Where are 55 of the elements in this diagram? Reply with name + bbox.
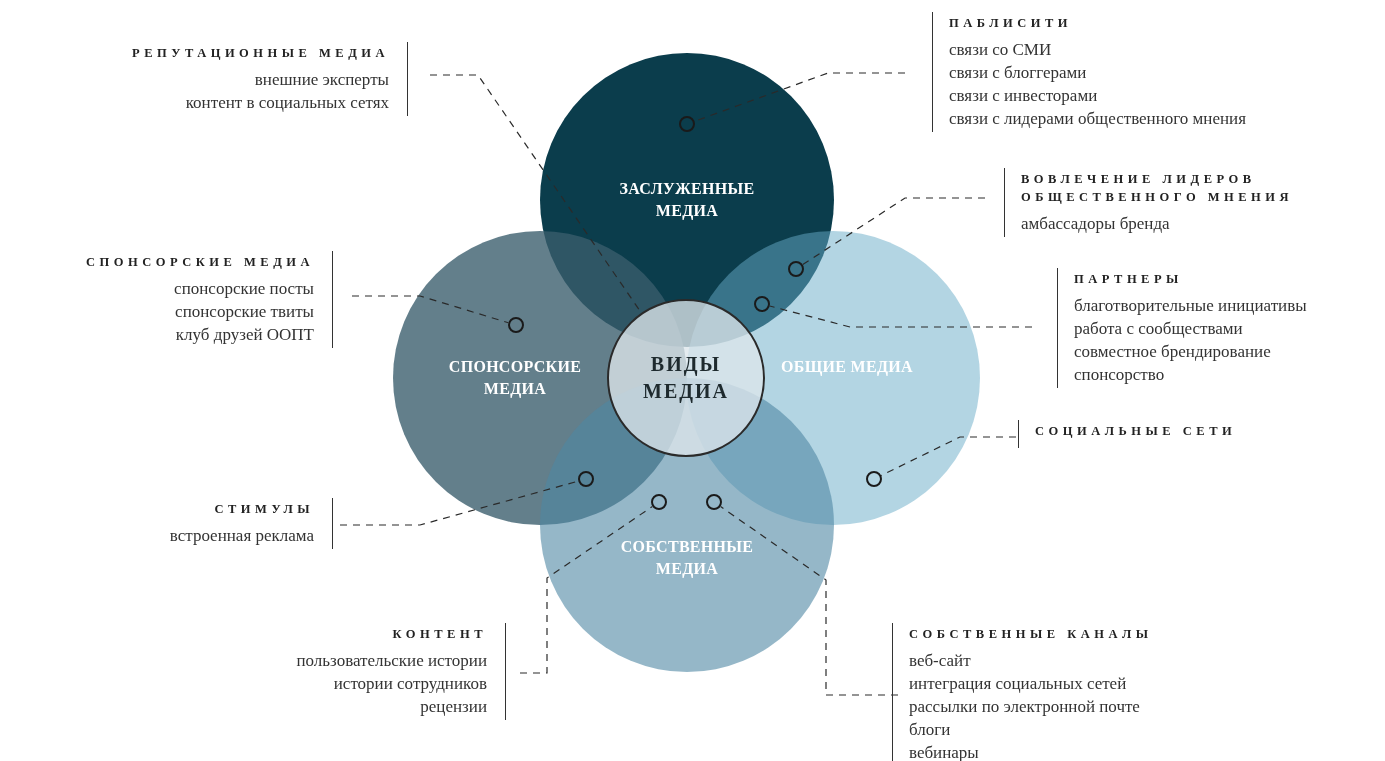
callout-item: рецензии [419,696,487,719]
callout-heading: СОЦИАЛЬНЫЕ СЕТИ [1035,423,1237,440]
callout-item: совместное брендирование [1074,341,1272,364]
callout-item: связи с инвесторами [949,85,1099,108]
leader-line [720,506,899,696]
callout-block [86,251,333,349]
circle-label: СПОНСОРСКИЕ МЕДИА [447,357,583,400]
leader-line [519,505,653,674]
callout-block [169,498,333,550]
callout-item: веб-сайт [909,650,972,673]
callout-heading: СПОНСОРСКИЕ МЕДИА [86,254,314,271]
callout-item: внешние эксперты [253,69,389,92]
marker-dot [508,317,524,333]
callout-item: интеграция социальных сетей [909,673,1128,696]
callout-item: пользовательские истории [296,650,487,673]
callout-item: амбассадоры бренда [1021,213,1171,236]
callout-item: благотворительные инициативы [1074,295,1307,318]
callout-item: встроенная реклама [169,525,314,548]
callout-item: блоги [909,719,952,742]
callout-block [296,623,506,721]
callout-heading: КОНТЕНТ [391,626,487,643]
leader-line [351,295,509,324]
callout-item: связи с лидерами общественного мнения [949,108,1247,131]
callout-block [932,12,1247,133]
callout-item: спонсорские твиты [174,301,314,324]
circle-label: СОБСТВЕННЫЕ МЕДИА [619,537,755,580]
callout-item: спонсорство [1074,364,1166,387]
marker-dot [754,296,770,312]
callout-block [1057,268,1307,389]
callout-item: клуб друзей ООПТ [174,324,314,347]
callout-item: связи со СМИ [949,39,1053,62]
callout-heading: РЕПУТАЦИОННЫЕ МЕДИА [132,45,389,62]
callout-heading: ПАБЛИСИТИ [949,15,1074,32]
marker-dot [706,494,722,510]
marker-dot [651,494,667,510]
marker-dot [679,116,695,132]
callout-item: рассылки по электронной почте [909,696,1141,719]
callout-item: спонсорские посты [173,278,314,301]
callout-item: вебинары [909,742,980,761]
marker-dot [788,261,804,277]
callout-heading: СТИМУЛЫ [213,501,314,518]
circle-label: ЗАСЛУЖЕННЫЕ МЕДИА [618,179,756,222]
callout-item: истории сотрудников [332,673,487,696]
callout-block [132,42,408,117]
leader-line [802,197,986,266]
circle-label: ОБЩИЕ МЕДИА [780,357,914,378]
callout-heading: ПАРТНЕРЫ [1074,271,1184,288]
callout-heading: СОБСТВЕННЫЕ КАНАЛЫ [909,626,1153,643]
callout-heading: ВОВЛЕЧЕНИЕ ЛИДЕРОВ ОБЩЕСТВЕННОГО МНЕНИЯ [1021,171,1295,207]
callout-item: работа с сообществами [1074,318,1244,341]
circle-label: ВИДЫ МЕДИА [642,352,730,405]
marker-dot [866,471,882,487]
callout-item: контент в социальных сетях [184,92,389,115]
callout-item: связи с блоггерами [949,62,1088,85]
marker-dot [578,471,594,487]
